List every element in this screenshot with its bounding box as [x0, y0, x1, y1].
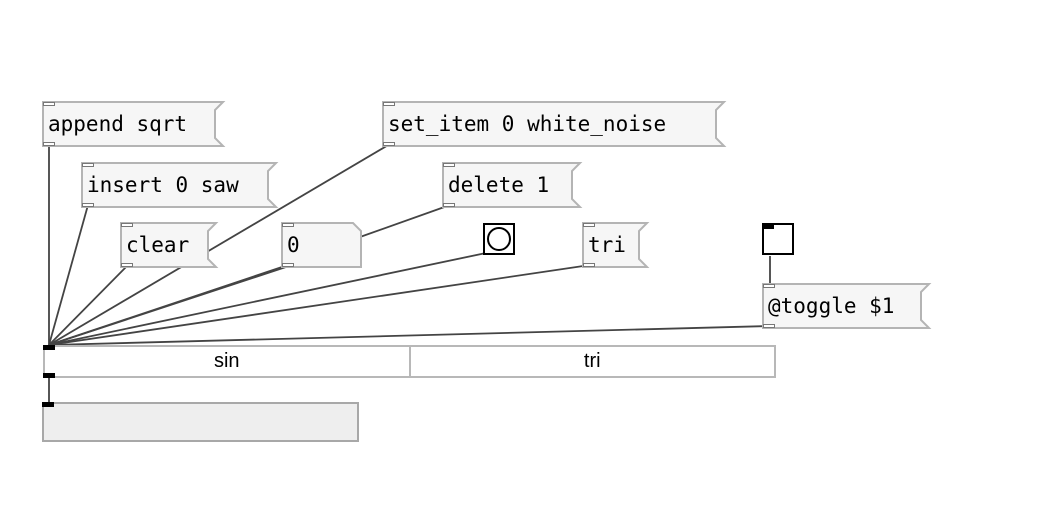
- message-box-outline: [120, 222, 219, 268]
- cord-bang: [48, 252, 487, 346]
- message-inlet[interactable]: [43, 102, 55, 106]
- delete-message[interactable]: delete 1: [442, 162, 583, 208]
- message-inlet[interactable]: [763, 284, 775, 288]
- message-outlet[interactable]: [121, 263, 133, 267]
- message-outlet[interactable]: [763, 324, 775, 328]
- cord-number-b: [48, 264, 293, 346]
- insert-saw-label: insert 0 saw: [87, 173, 239, 197]
- selector-option-tri[interactable]: tri: [408, 347, 775, 376]
- selector-inlet[interactable]: [43, 345, 55, 350]
- message-box-outline: [382, 101, 727, 147]
- cord-delete: [359, 204, 451, 238]
- message-box-outline: [442, 162, 583, 208]
- clear-message[interactable]: clear: [120, 222, 219, 268]
- append-sqrt-label: append sqrt: [48, 112, 188, 136]
- message-outlet[interactable]: [82, 203, 94, 207]
- message-box-outline: [42, 101, 226, 147]
- number-box-outline: [281, 222, 362, 268]
- clear-label: clear: [126, 233, 190, 257]
- cord-clear: [48, 264, 129, 346]
- message-inlet[interactable]: [82, 163, 94, 167]
- waveform-selector[interactable]: sin tri: [43, 345, 776, 378]
- toggle-param-message[interactable]: @toggle $1: [762, 283, 932, 329]
- message-inlet[interactable]: [121, 223, 133, 227]
- cord-toggle-msg: [48, 325, 771, 346]
- cord-insert: [48, 204, 89, 346]
- bang-button[interactable]: [483, 223, 515, 255]
- number-inlet[interactable]: [282, 223, 294, 227]
- selector-option-sin[interactable]: sin: [213, 350, 240, 372]
- tri-label: tri: [588, 233, 626, 257]
- toggle-param-label: @toggle $1: [768, 294, 895, 318]
- number-outlet[interactable]: [282, 263, 294, 267]
- set-item-label: set_item 0 white_noise: [388, 112, 667, 136]
- selector-outlet[interactable]: [43, 373, 55, 378]
- patch-cords: [48, 143, 771, 403]
- set-item-message[interactable]: set_item 0 white_noise: [382, 101, 727, 147]
- number-box[interactable]: 0: [281, 222, 362, 268]
- insert-saw-message[interactable]: insert 0 saw: [81, 162, 279, 208]
- toggle-inlet-icon: [764, 225, 774, 229]
- message-outlet[interactable]: [583, 263, 595, 267]
- bang-circle-icon: [487, 227, 511, 251]
- message-outlet[interactable]: [43, 142, 55, 146]
- delete-label: delete 1: [448, 173, 550, 197]
- cord-tri: [48, 264, 591, 346]
- number-value: 0: [287, 233, 300, 257]
- append-sqrt-message[interactable]: append sqrt: [42, 101, 226, 147]
- message-inlet[interactable]: [383, 102, 395, 106]
- message-inlet[interactable]: [583, 223, 595, 227]
- message-box-outline: [582, 222, 650, 268]
- message-box-outline: [762, 283, 932, 329]
- output-inlet[interactable]: [42, 402, 54, 407]
- tri-message[interactable]: tri: [582, 222, 650, 268]
- toggle[interactable]: [762, 223, 794, 255]
- output-message-box[interactable]: [42, 402, 359, 442]
- message-inlet[interactable]: [443, 163, 455, 167]
- message-outlet[interactable]: [383, 142, 395, 146]
- cord-set-item: [48, 143, 391, 346]
- message-outlet[interactable]: [443, 203, 455, 207]
- message-box-outline: [81, 162, 279, 208]
